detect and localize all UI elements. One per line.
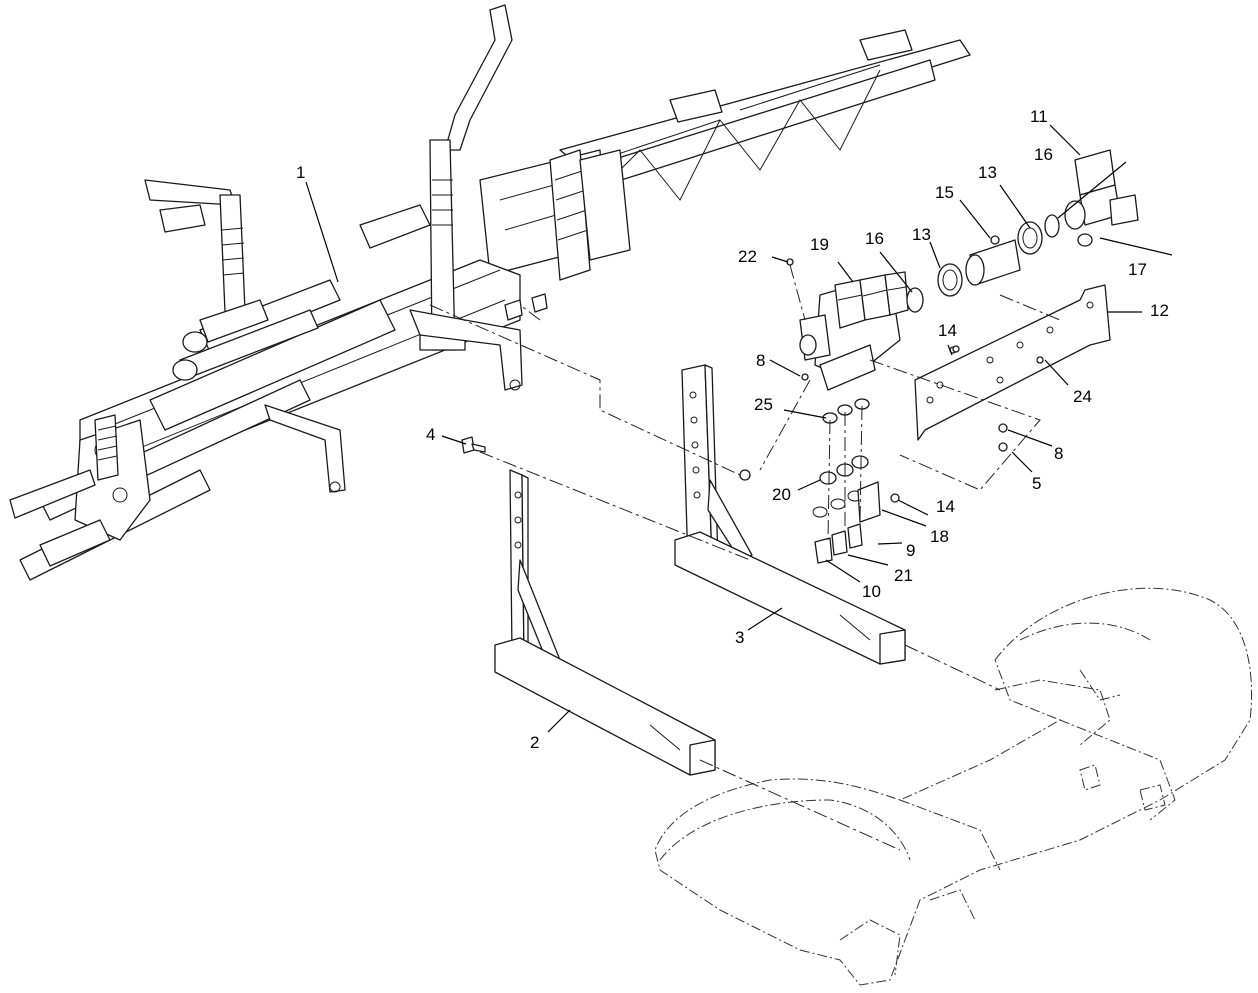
- callout-4: 4: [426, 425, 435, 444]
- callout-17: 17: [1128, 260, 1147, 279]
- callout-3: 3: [735, 628, 744, 647]
- callout-16b: 16: [1034, 145, 1053, 164]
- leader-lines: [305, 124, 1173, 733]
- callout-1: 1: [296, 163, 305, 182]
- valve-assembly-19: [786, 258, 909, 391]
- callout-11: 11: [1030, 107, 1048, 126]
- callout-8b: 8: [1054, 444, 1063, 463]
- alignment-lines: [429, 294, 1061, 851]
- callout-10: 10: [862, 582, 881, 601]
- callout-14b: 14: [936, 497, 955, 516]
- callout-18: 18: [930, 527, 949, 546]
- callout-25: 25: [754, 395, 773, 414]
- stand-3: [674, 364, 906, 665]
- bracket-plate-12: [914, 284, 1111, 441]
- callout-21: 21: [894, 566, 913, 585]
- callout-14a: 14: [938, 321, 957, 340]
- callout-19: 19: [810, 235, 829, 254]
- bolt-4: [461, 436, 486, 454]
- callout-24: 24: [1073, 387, 1092, 406]
- callout-8a: 8: [756, 351, 765, 370]
- callout-20: 20: [772, 485, 791, 504]
- inline-fittings: [906, 214, 1060, 313]
- callout-9: 9: [906, 541, 915, 560]
- vehicle-frame-phantom: [654, 587, 1253, 986]
- callout-2: 2: [530, 733, 539, 752]
- callout-13b: 13: [978, 163, 997, 182]
- callout-22: 22: [738, 247, 757, 266]
- callout-13a: 13: [912, 225, 931, 244]
- valve-11: [1064, 149, 1139, 247]
- callout-16a: 16: [865, 229, 884, 248]
- fitting-stack: [801, 345, 1008, 564]
- boom-frame-assembly: [9, 4, 971, 581]
- callout-labels: 1 2 3 4 5 8 8 9 10 11 12 13 13 14 14 15 …: [296, 107, 1169, 752]
- callout-5: 5: [1032, 474, 1041, 493]
- callout-12: 12: [1150, 301, 1169, 320]
- callout-15: 15: [935, 183, 954, 202]
- stand-2: [494, 469, 716, 776]
